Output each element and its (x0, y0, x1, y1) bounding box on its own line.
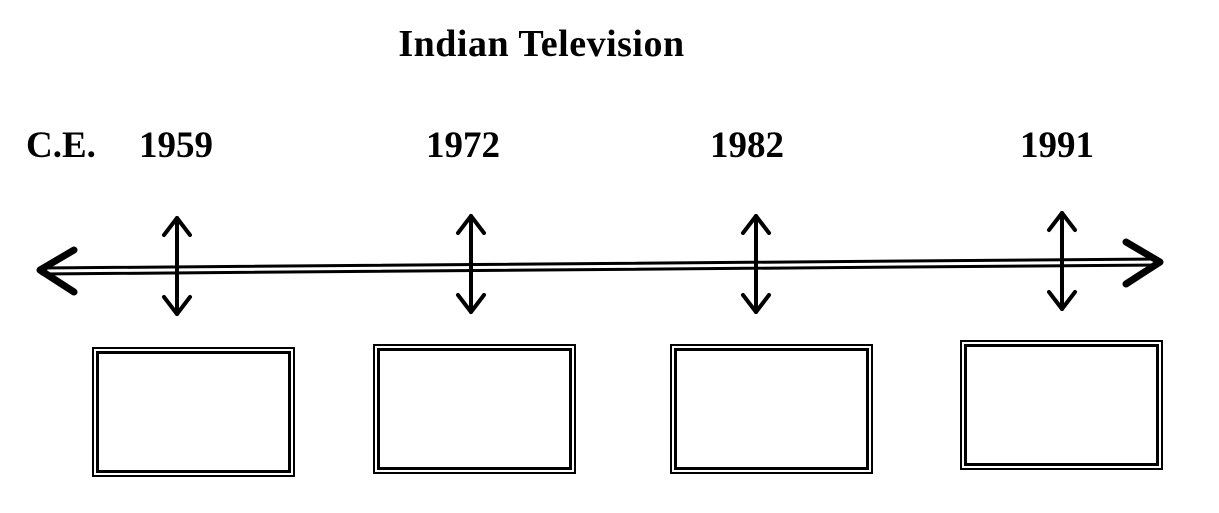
left-arrowhead-icon (36, 246, 78, 296)
year-label-1972: 1972 (426, 125, 500, 166)
era-label: C.E. (26, 125, 96, 166)
right-arrowhead-icon (1122, 238, 1164, 288)
event-box-1982[interactable] (670, 344, 873, 474)
marker-arrow-1991 (1047, 211, 1077, 311)
event-box-1959[interactable] (92, 347, 295, 477)
marker-arrow-1982 (741, 214, 771, 314)
diagram-title: Indian Television (398, 23, 685, 65)
event-box-1972[interactable] (373, 344, 576, 474)
timeline-axis (40, 257, 1160, 276)
marker-arrow-1972 (456, 214, 486, 314)
year-label-1991: 1991 (1020, 125, 1094, 166)
year-label-1982: 1982 (710, 125, 784, 166)
year-label-1959: 1959 (139, 125, 213, 166)
event-box-1991[interactable] (960, 340, 1163, 470)
marker-arrow-1959 (162, 216, 192, 316)
